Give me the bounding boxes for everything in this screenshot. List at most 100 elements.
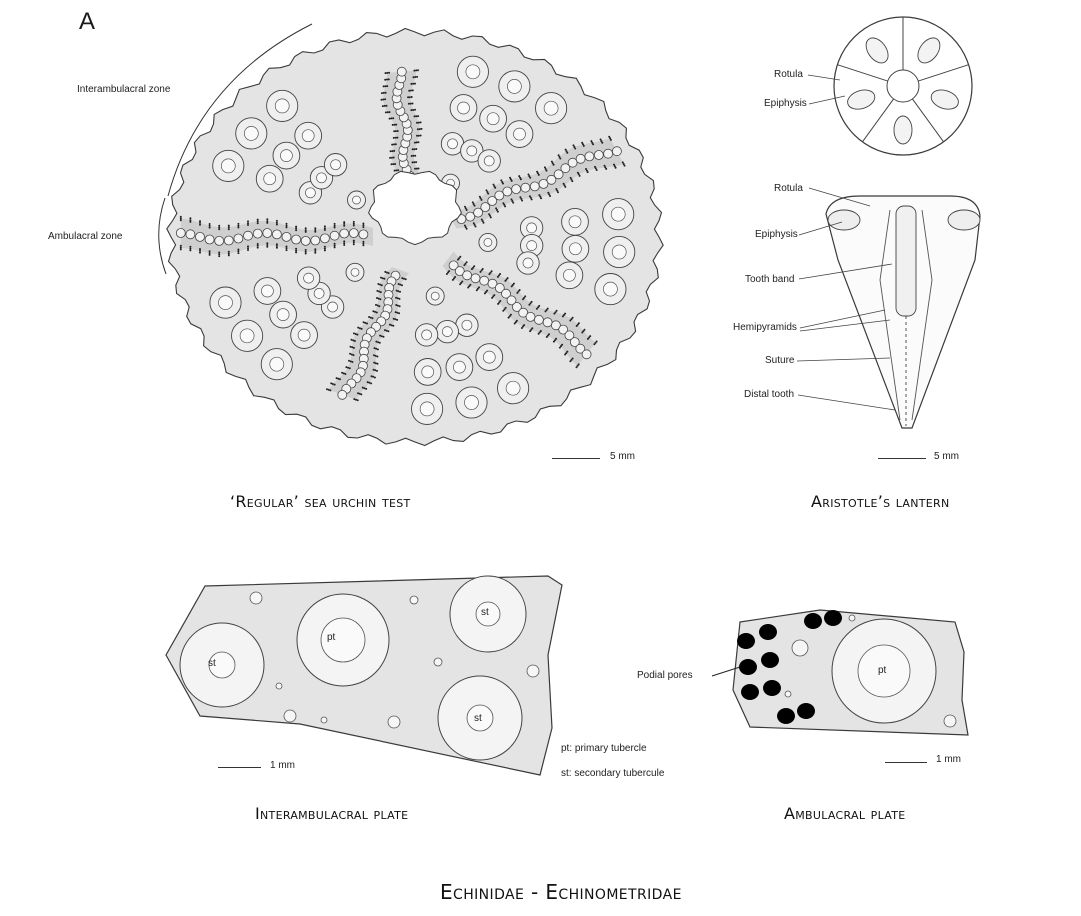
pore-dot — [392, 325, 394, 327]
pore-dot — [452, 279, 454, 281]
pore-dot — [350, 346, 352, 348]
pore-dot — [356, 334, 358, 336]
ambulacral-tubercle — [480, 276, 489, 285]
lantern-distal-tooth-label: Distal tooth — [744, 389, 794, 400]
ambulacral-tubercle — [612, 147, 621, 156]
ambulacral-tubercle — [186, 230, 195, 239]
ambulacral-tubercle — [526, 312, 535, 321]
lantern-side-view-drawing — [826, 196, 980, 428]
pore-dot — [398, 312, 400, 314]
pore-dot — [409, 96, 411, 98]
pore-dot — [500, 179, 502, 181]
pore-dot — [416, 76, 418, 78]
test-caption: ‘Regular’ sea urchin test — [230, 492, 411, 511]
ambulacral-tubercle — [234, 234, 243, 243]
pore-dot — [228, 251, 230, 253]
ambulacral-tubercle — [503, 187, 512, 196]
pore-dot — [384, 85, 386, 87]
pore-dot — [361, 328, 363, 330]
lantern-tooth-band-label: Tooth band — [745, 274, 795, 285]
pore-dot — [339, 378, 341, 380]
tubercle-boss — [467, 146, 477, 156]
pore-dot — [399, 305, 401, 307]
pore-dot — [569, 360, 571, 362]
podial-pore — [739, 659, 757, 675]
ambulacral-tubercle — [349, 229, 358, 238]
pore-dot — [362, 224, 364, 226]
tubercle-boss — [264, 173, 276, 185]
pore-dot — [590, 140, 592, 142]
pore-dot — [266, 244, 268, 246]
pore-dot — [376, 356, 378, 358]
tubercle-boss — [298, 329, 310, 341]
pore-dot — [357, 399, 359, 401]
pore-dot — [365, 388, 367, 390]
pore-dot — [357, 327, 359, 329]
pore-dot — [237, 249, 239, 251]
pore-dot — [372, 310, 374, 312]
pore-dot — [446, 273, 448, 275]
ambulacral-caption: Ambulacral plate — [784, 804, 906, 823]
pore-dot — [521, 327, 523, 329]
pore-dot — [180, 219, 182, 221]
pore-dot — [395, 124, 397, 126]
pore-dot — [414, 76, 416, 78]
pore-dot — [484, 292, 486, 294]
pore-dot — [476, 289, 478, 291]
ambulacral-tubercle — [338, 390, 347, 399]
pore-dot — [412, 83, 414, 85]
pore-dot — [377, 341, 379, 343]
pore-dot — [324, 229, 326, 231]
pore-dot — [351, 339, 353, 341]
tubercle-boss — [221, 159, 235, 173]
pore-dot — [209, 225, 211, 227]
pore-dot — [328, 389, 330, 391]
pore-dot — [353, 354, 355, 356]
pore-dot — [237, 252, 239, 254]
pore-dot — [576, 366, 578, 368]
pore-dot — [379, 298, 381, 300]
tubercle-boss — [328, 302, 338, 312]
pore-dot — [551, 161, 553, 163]
pore-dot — [286, 226, 288, 228]
pore-dot — [352, 339, 354, 341]
pore-dot — [381, 284, 383, 286]
figure-title: Echinidae - Echinometridae — [440, 880, 682, 904]
pore-dot — [393, 143, 395, 145]
pore-dot — [381, 92, 383, 94]
podial-pores-label: Podial pores — [637, 670, 693, 681]
tooth-band-shape — [896, 206, 916, 316]
pore-dot — [362, 241, 364, 243]
pore-dot — [374, 369, 376, 371]
pore-dot — [266, 218, 268, 220]
lantern-scale-bar — [878, 458, 926, 459]
pore-dot — [324, 248, 326, 250]
podial-pore — [761, 652, 779, 668]
pore-dot — [556, 310, 558, 312]
pore-dot — [366, 323, 368, 325]
pore-dot — [414, 83, 416, 85]
pore-dot — [276, 224, 278, 226]
pore-dot — [549, 195, 551, 197]
pore-dot — [412, 103, 414, 105]
pore-dot — [399, 284, 401, 286]
pore-dot — [257, 222, 259, 224]
ambulacral-tubercle — [521, 183, 530, 192]
pore-dot — [417, 69, 419, 71]
pore-dot — [377, 348, 379, 350]
pore-dot — [305, 249, 307, 251]
pore-dot — [276, 222, 278, 224]
pore-dot — [384, 79, 386, 81]
pore-dot — [397, 305, 399, 307]
lantern-epiphysis-label: Epiphysis — [755, 229, 798, 240]
pore-dot — [393, 150, 395, 152]
pore-dot — [360, 393, 362, 395]
pore-dot — [189, 217, 191, 219]
pore-dot — [467, 287, 469, 289]
pore-dot — [199, 222, 201, 224]
tubercle-boss — [219, 296, 233, 310]
ambulacral-tubercle — [585, 152, 594, 161]
pore-dot — [399, 298, 401, 300]
pore-dot — [324, 225, 326, 227]
ambulacral-tubercle — [604, 149, 613, 158]
